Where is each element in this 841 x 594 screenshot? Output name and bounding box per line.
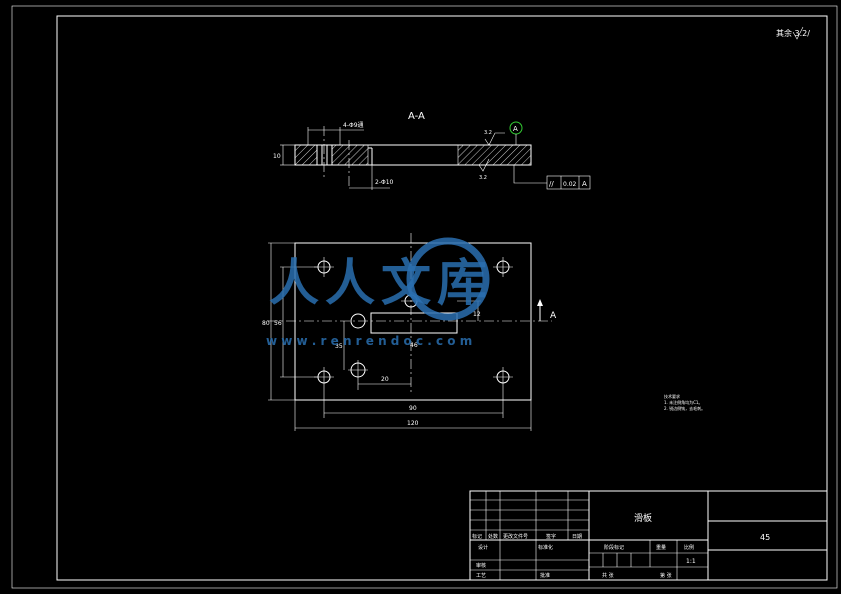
- standard-label: 标准化: [538, 544, 553, 551]
- svg-text:A: A: [550, 311, 557, 321]
- dim-offset-20: 20: [358, 376, 411, 385]
- dim-height-outer: 80: [262, 242, 295, 401]
- rev-label-mark: 标记: [472, 533, 482, 540]
- title-block: [469, 490, 828, 581]
- svg-text:3.2: 3.2: [484, 130, 492, 136]
- dim-height-inner: 56: [274, 266, 318, 378]
- svg-text://: //: [549, 180, 554, 188]
- inner-frame: [56, 15, 828, 581]
- svg-text:A: A: [582, 180, 587, 188]
- svg-text:90: 90: [409, 405, 417, 412]
- checker-label: 审核: [476, 562, 486, 569]
- svg-text:120: 120: [407, 420, 419, 427]
- svg-text:2. 锐边倒钝，去毛刺。: 2. 锐边倒钝，去毛刺。: [664, 405, 705, 411]
- watermark-logo-text: 人人文库: [269, 254, 493, 312]
- sheets-total: 共 张: [602, 572, 614, 579]
- hatch-region: [457, 144, 532, 166]
- svg-text:10: 10: [273, 153, 281, 160]
- dim-hole-dia: 2-Φ10: [349, 165, 394, 190]
- scale-label: 比例: [684, 544, 694, 551]
- stage-label: 阶段标记: [604, 544, 624, 551]
- svg-text:2-Φ10: 2-Φ10: [375, 179, 394, 186]
- designer-label: 设计: [478, 544, 488, 551]
- datum-balloon: A: [509, 121, 523, 146]
- watermark-url: w w w . r e n r e n d o c . c o m: [266, 334, 472, 348]
- dim-slot-len: 46: [410, 342, 418, 349]
- rev-label-count: 处数: [488, 533, 498, 540]
- dim-counterbore: 4-Φ9通: [307, 121, 364, 145]
- scale-value: 1:1: [686, 558, 696, 565]
- dim-thickness: 10: [273, 144, 295, 166]
- hatch-region: [331, 144, 369, 166]
- section-view: [294, 126, 532, 186]
- watermark: 人人文库 w w w . r e n r e n d o c . c o m: [266, 237, 493, 348]
- svg-text:3.2: 3.2: [479, 175, 487, 181]
- process-label: 工艺: [476, 573, 486, 579]
- approve-label: 批准: [540, 572, 550, 579]
- svg-text:56: 56: [274, 320, 282, 327]
- technical-notes: 技术要求 1. 未注倒角均为C1。 2. 锐边倒钝，去毛刺。: [664, 393, 705, 411]
- hatch-region: [294, 144, 318, 166]
- svg-text:4-Φ9通: 4-Φ9通: [343, 121, 364, 129]
- svg-text:46: 46: [410, 342, 418, 349]
- slot: [370, 312, 458, 334]
- rev-label-file: 更改文件号: [503, 533, 528, 540]
- rev-label-sign: 签字: [546, 533, 556, 540]
- hole: [350, 313, 366, 329]
- section-cut-mark: A: [537, 299, 557, 321]
- svg-text:12: 12: [473, 311, 481, 318]
- part-name: 滑板: [634, 512, 652, 524]
- svg-text:20: 20: [381, 376, 389, 383]
- tolerance-frame: // 0.02 A: [513, 165, 591, 190]
- section-label: A-A: [408, 111, 425, 122]
- plan-view: [268, 233, 552, 418]
- svg-text:技术要求: 技术要求: [664, 393, 680, 399]
- svg-text:1. 未注倒角均为C1。: 1. 未注倒角均为C1。: [664, 399, 702, 405]
- sheet-no: 第 张: [660, 572, 672, 579]
- svg-text:80: 80: [262, 320, 270, 327]
- dim-width-120: 120: [294, 400, 532, 431]
- roughness-top: 3.2: [484, 130, 505, 146]
- roughness-corner-note: 其余 3.2/: [776, 28, 810, 38]
- rev-label-date: 日期: [572, 534, 582, 540]
- svg-text:A: A: [513, 125, 518, 133]
- roughness-corner-symbol: [792, 26, 804, 40]
- weight-label: 重量: [656, 544, 666, 551]
- dim-offset-35: 35: [335, 321, 345, 370]
- svg-text:0.02: 0.02: [563, 181, 577, 188]
- roughness-bottom: 3.2: [478, 158, 490, 181]
- dim-span-90: 90: [324, 405, 503, 414]
- svg-text:35: 35: [335, 343, 343, 350]
- outer-frame: [11, 5, 838, 589]
- material: 45: [760, 533, 770, 542]
